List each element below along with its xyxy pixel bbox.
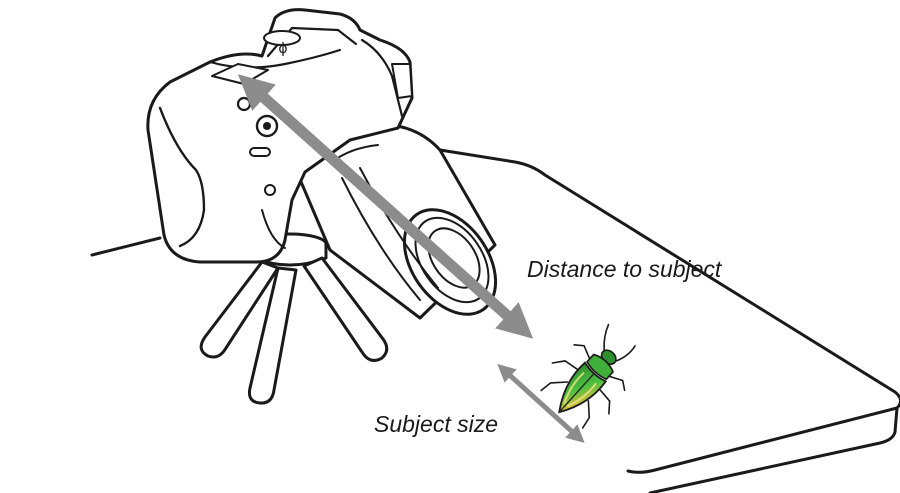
distance-to-subject-label: Distance to subject <box>527 256 722 282</box>
beetle-icon <box>540 323 636 429</box>
subject-size-arrow <box>497 363 585 444</box>
svg-text:ɸ: ɸ <box>278 41 287 57</box>
subject-size-label: Subject size <box>374 411 499 437</box>
distance-arrow <box>237 74 534 339</box>
